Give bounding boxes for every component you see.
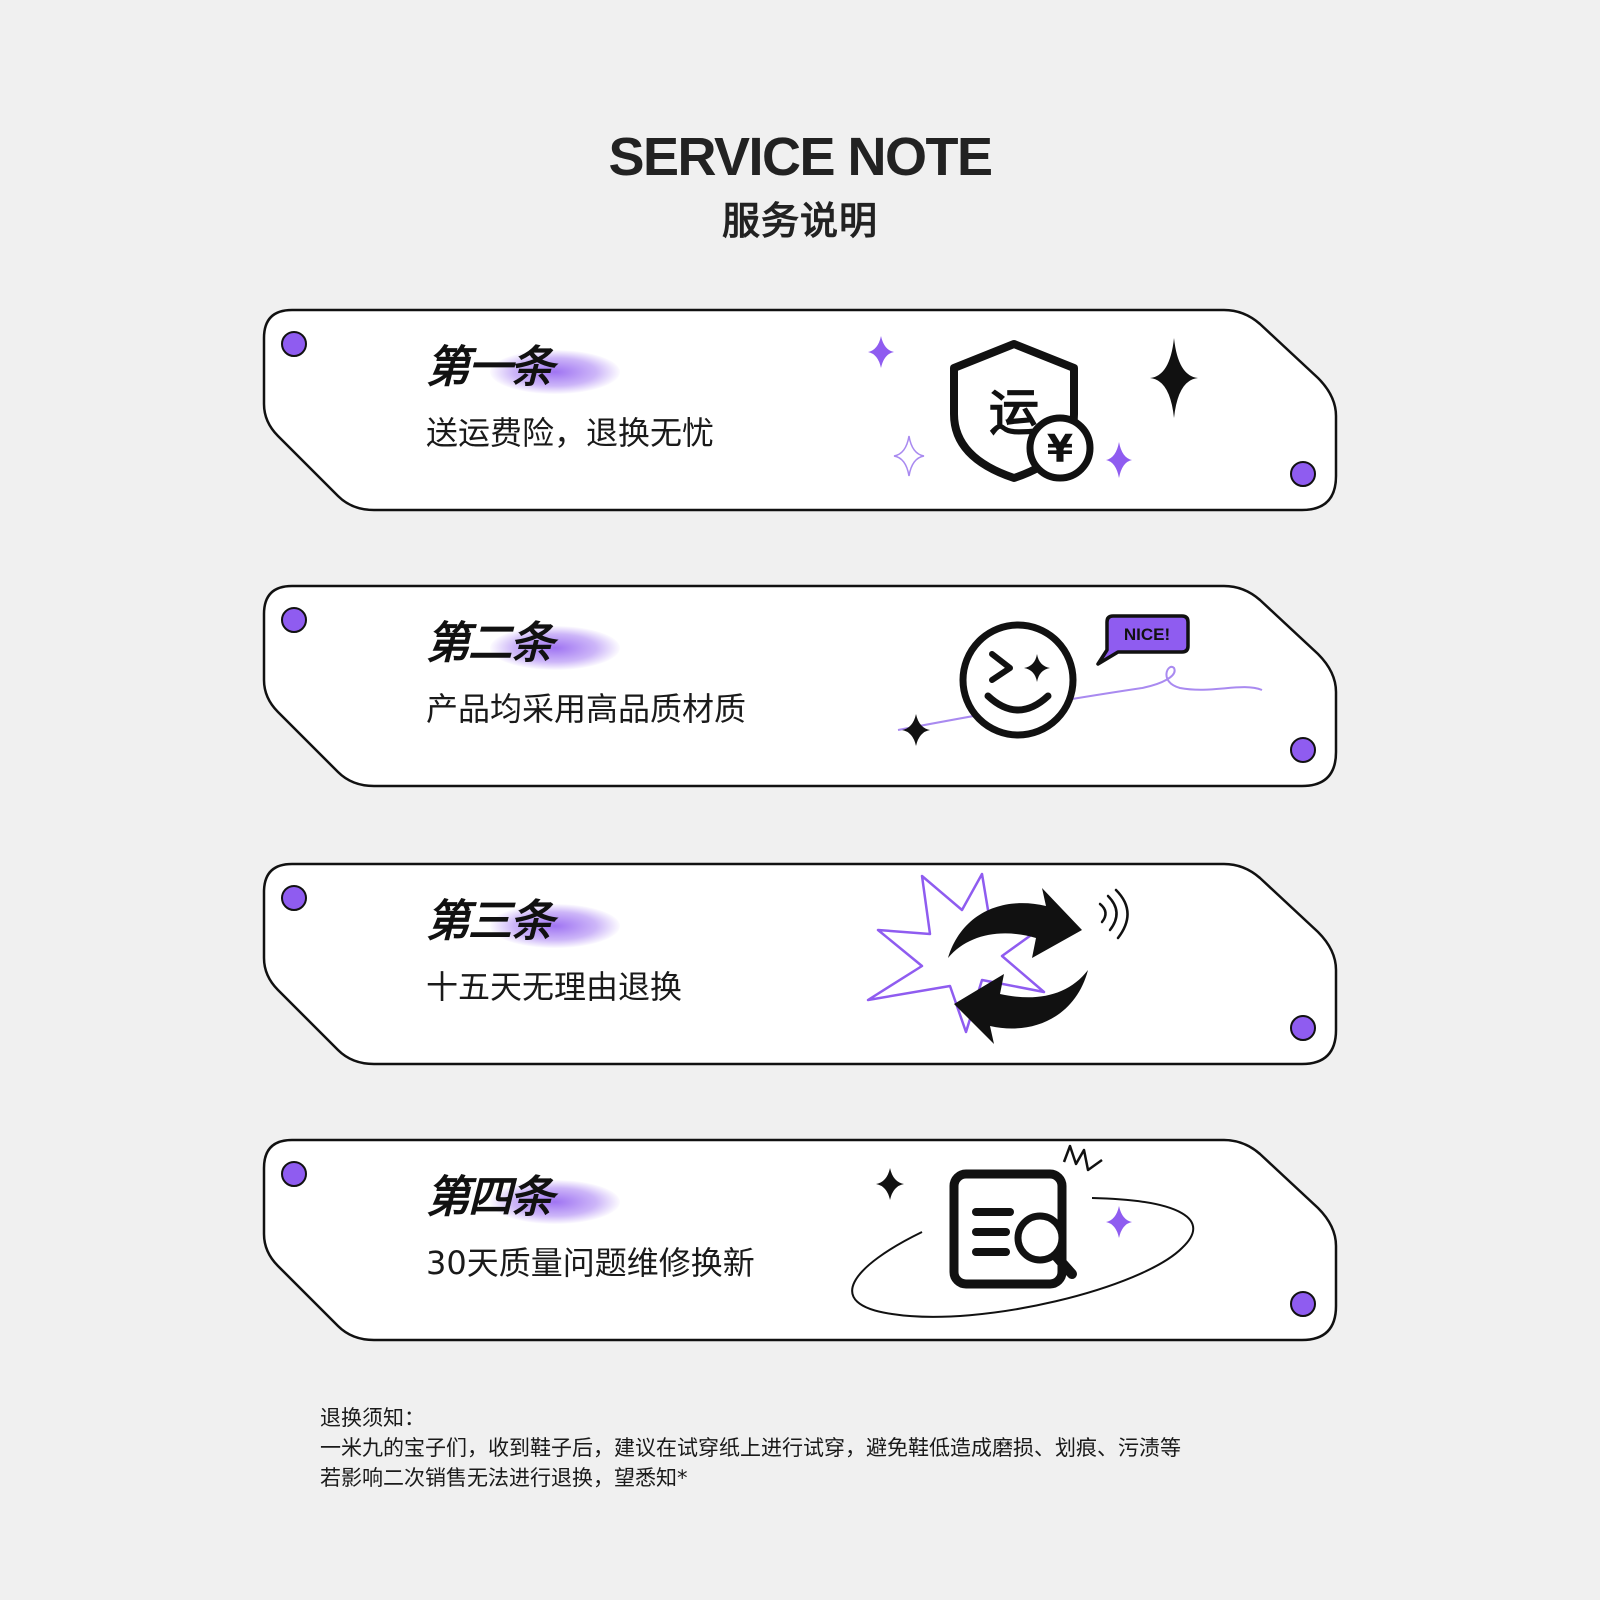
clause-title: 第二条 — [426, 618, 554, 669]
service-card-3: 第三条 十五天无理由退换 — [262, 862, 1338, 1066]
notes-line: 若影响二次销售无法进行退换，望悉知* — [320, 1466, 688, 1490]
service-card-4: 第四条 30天质量问题维修换新 — [262, 1138, 1338, 1342]
clause-glow — [490, 904, 620, 948]
rivet-icon — [1290, 1015, 1316, 1041]
clause-glow — [490, 626, 620, 670]
nice-bubble-text: NICE! — [1124, 625, 1170, 644]
rivet-icon — [281, 885, 307, 911]
clause-description: 十五天无理由退换 — [426, 968, 683, 1006]
rivet-icon — [1290, 737, 1316, 763]
service-card-2: 第二条 产品均采用高品质材质 NICE! — [262, 584, 1338, 788]
clause-title: 第一条 — [426, 342, 554, 393]
rivet-icon — [1290, 461, 1316, 487]
page-subtitle: 服务说明 — [721, 199, 878, 243]
clause-glow — [490, 1180, 620, 1224]
return-notes: 退换须知： 一米九的宝子们，收到鞋子后，建议在试穿纸上进行试穿，避免鞋低造成磨损… — [320, 1403, 1320, 1493]
clause-description: 送运费险，退换无忧 — [426, 414, 715, 452]
clause-title: 第四条 — [426, 1172, 554, 1223]
yuan-symbol: ¥ — [1047, 427, 1073, 471]
clause-title: 第三条 — [426, 896, 554, 947]
page-title: SERVICE NOTE — [608, 127, 993, 187]
notes-heading: 退换须知： — [320, 1406, 425, 1430]
shield-yuan-icon: 运 ¥ — [868, 336, 1198, 482]
wink-smiley-icon: NICE! — [897, 614, 1263, 746]
clause-description: 产品均采用高品质材质 — [426, 690, 747, 728]
notes-line: 一米九的宝子们，收到鞋子后，建议在试穿纸上进行试穿，避免鞋低造成磨损、划痕、污渍… — [320, 1436, 1181, 1460]
service-card-1: 第一条 送运费险，退换无忧 运 ¥ — [262, 308, 1338, 512]
rivet-icon — [281, 607, 307, 633]
document-search-icon — [851, 1144, 1195, 1318]
rivet-icon — [1290, 1291, 1316, 1317]
rivet-icon — [281, 1161, 307, 1187]
clause-glow — [490, 350, 620, 394]
refresh-arrows-icon — [866, 872, 1129, 1044]
clause-description: 30天质量问题维修换新 — [426, 1244, 755, 1282]
rivet-icon — [281, 331, 307, 357]
